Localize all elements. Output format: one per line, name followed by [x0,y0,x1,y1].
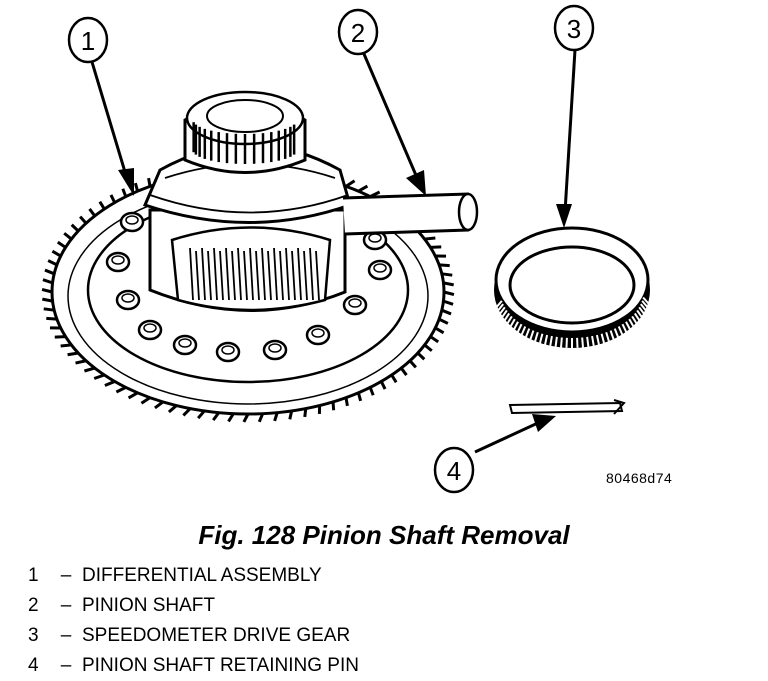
speedometer-drive-gear [494,228,650,348]
callout-3: 3 [555,6,593,228]
pinion-shaft-removal-illustration: 1 2 3 4 [0,0,768,520]
callout-2: 2 [339,10,426,196]
legend-item: 1 – DIFFERENTIAL ASSEMBLY [28,561,359,591]
legend-number: 4 [28,651,50,681]
legend-separator: – [50,561,82,591]
legend-separator: – [50,591,82,621]
pinion-shaft-retaining-pin [510,400,624,414]
legend-separator: – [50,651,82,681]
legend-label: SPEEDOMETER DRIVE GEAR [82,621,350,651]
legend-label: DIFFERENTIAL ASSEMBLY [82,561,322,591]
differential-case [145,92,350,311]
svg-text:4: 4 [447,456,461,486]
legend-label: PINION SHAFT [82,591,215,621]
svg-text:3: 3 [567,14,581,44]
svg-text:2: 2 [351,18,365,48]
svg-text:1: 1 [81,26,95,56]
legend-item: 3 – SPEEDOMETER DRIVE GEAR [28,621,359,651]
legend-item: 2 – PINION SHAFT [28,591,359,621]
figure-caption: Fig. 128 Pinion Shaft Removal [0,520,768,551]
legend-separator: – [50,621,82,651]
callout-1: 1 [69,18,134,196]
callout-4: 4 [435,414,556,492]
figure-code: 80468d74 [606,470,672,486]
legend-label: PINION SHAFT RETAINING PIN [82,651,359,681]
legend-number: 1 [28,561,50,591]
pinion-shaft [343,194,477,234]
legend-number: 3 [28,621,50,651]
legend-item: 4 – PINION SHAFT RETAINING PIN [28,651,359,681]
legend-number: 2 [28,591,50,621]
legend: 1 – DIFFERENTIAL ASSEMBLY 2 – PINION SHA… [28,561,359,681]
